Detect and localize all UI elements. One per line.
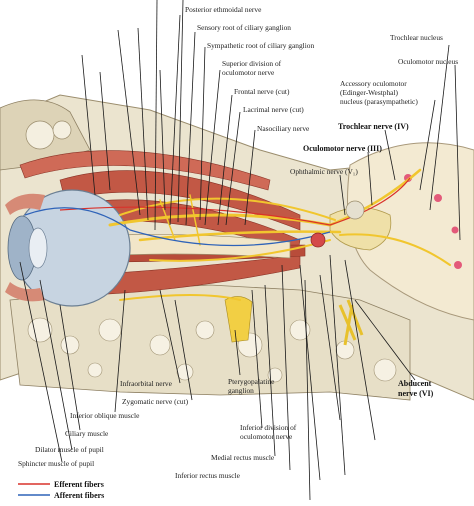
label-zygomatic-nerve: Zygomatic nerve (cut)	[122, 397, 189, 406]
nucleus	[451, 226, 459, 234]
sinus-cell	[25, 120, 55, 150]
legend-efferent-label: Efferent fibers	[54, 480, 104, 489]
label-accessory-3: nucleus (parasympathetic)	[340, 97, 418, 106]
label-inferior-division-2: oculomotor nerve	[240, 432, 293, 441]
label-pterygopalatine-2: ganglion	[228, 386, 254, 395]
anatomy-illustration	[0, 94, 474, 401]
label-pterygopalatine-1: Pterygopalatine	[228, 377, 275, 386]
label-trochlear-nerve: Trochlear nerve (IV)	[338, 122, 409, 131]
afferent-fiber-path	[24, 207, 331, 247]
bone-cells	[27, 317, 397, 383]
label-superior-division-1: Superior division of	[222, 59, 282, 68]
label-nasociliary-nerve: Nasociliary nerve	[257, 124, 310, 133]
sinus-cell	[52, 120, 72, 140]
label-sensory-root: Sensory root of ciliary ganglion	[197, 23, 291, 32]
label-infraorbital-nerve: Infraorbital nerve	[120, 379, 173, 388]
eyelid-lower	[5, 282, 45, 302]
ganglion-branches	[338, 299, 364, 346]
label-abducent-2: nerve (VI)	[398, 389, 434, 398]
label-accessory-1: Accessory oculomotor	[340, 79, 407, 88]
carotid-artery	[310, 232, 326, 248]
label-lacrimal-nerve: Lacrimal nerve (cut)	[243, 105, 304, 114]
label-oculomotor-nucleus: Oculomotor nucleus	[398, 57, 458, 66]
anterior-clinoid	[345, 200, 365, 220]
label-posterior-ethmoidal-nerve: Posterior ethmoidal nerve	[185, 5, 262, 14]
lens	[28, 227, 48, 269]
labels: Posterior ethmoidal nerve Sensory root o…	[18, 5, 458, 480]
efferent-fiber-path	[59, 177, 411, 226]
label-trochlear-nucleus: Trochlear nucleus	[390, 33, 443, 42]
label-ciliary-muscle: Ciliary muscle	[65, 429, 109, 438]
legend-afferent-label: Afferent fibers	[54, 491, 104, 500]
nucleus	[434, 194, 442, 202]
label-medial-rectus: Medial rectus muscle	[211, 453, 275, 462]
label-dilator-muscle: Dilator muscle of pupil	[35, 445, 104, 454]
label-abducent-1: Abducent	[398, 379, 432, 388]
label-inferior-division-1: Inferior division of	[240, 423, 297, 432]
label-oculomotor-nerve: Oculomotor nerve (III)	[303, 144, 382, 153]
label-ophthalmic-nerve: Ophthalmic nerve (V₁)	[290, 167, 358, 176]
label-superior-division-2: oculomotor nerve	[222, 68, 275, 77]
label-sympathetic-root: Sympathetic root of ciliary ganglion	[207, 41, 314, 50]
label-inferior-rectus: Inferior rectus muscle	[175, 471, 241, 480]
label-accessory-2: (Edinger-Westphal)	[340, 88, 398, 97]
leader-lines	[19, 0, 461, 501]
legend: Efferent fibers Afferent fibers	[18, 480, 104, 500]
label-sphincter-muscle: Sphincter muscle of pupil	[18, 459, 94, 468]
optic-nerve	[119, 233, 291, 259]
label-inferior-oblique: Inferior oblique muscle	[70, 411, 140, 420]
label-frontal-nerve: Frontal nerve (cut)	[234, 87, 290, 96]
eyelid-upper	[5, 193, 45, 215]
nucleus	[454, 261, 462, 269]
